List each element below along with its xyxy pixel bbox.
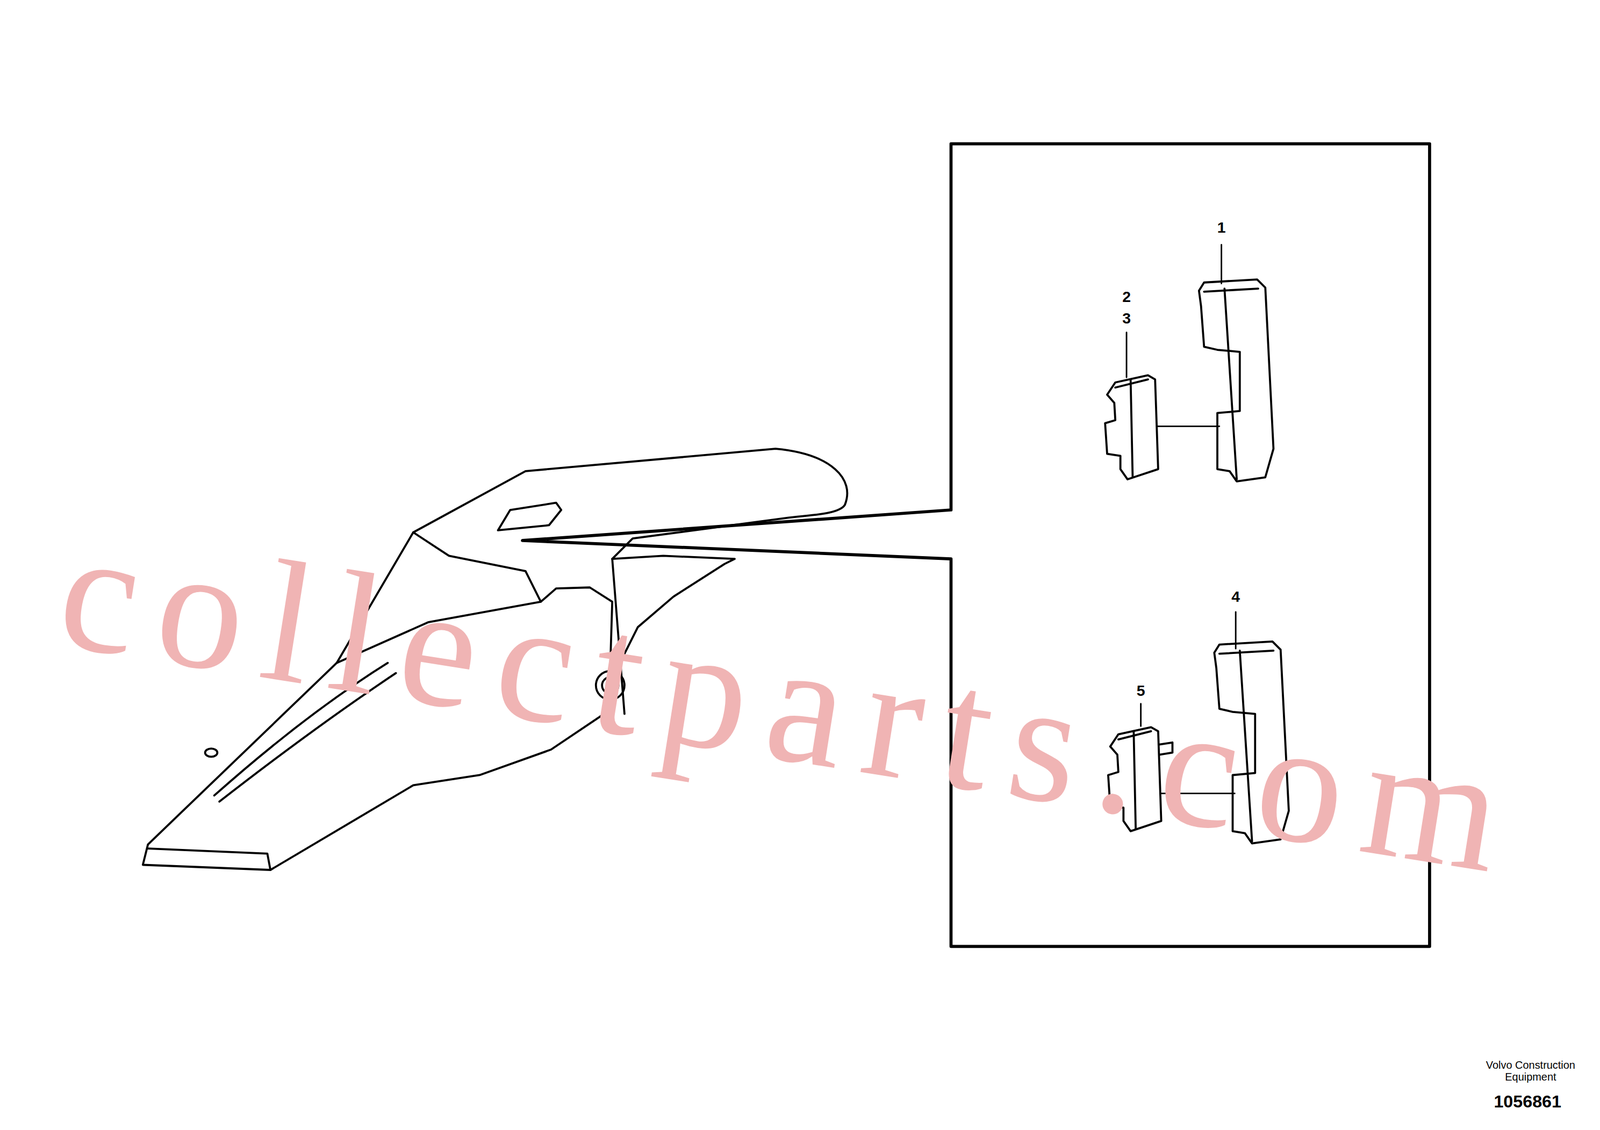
publisher-note: Volvo Construction Equipment bbox=[1475, 1059, 1586, 1084]
watermark: collectparts.com bbox=[47, 492, 1534, 912]
callout-number: 1 bbox=[1217, 219, 1226, 236]
tooth-face bbox=[147, 848, 271, 871]
callout-number: 2 bbox=[1122, 288, 1131, 306]
callout-number: 4 bbox=[1231, 588, 1240, 606]
retainer-part bbox=[1199, 279, 1274, 482]
pin-slot bbox=[498, 503, 562, 531]
drawing-number: 1056861 bbox=[1493, 1092, 1562, 1112]
callout-number: 3 bbox=[1122, 310, 1131, 327]
lock-part bbox=[1105, 375, 1159, 480]
leader-line bbox=[1126, 245, 1236, 727]
tooth-nub bbox=[205, 748, 218, 757]
